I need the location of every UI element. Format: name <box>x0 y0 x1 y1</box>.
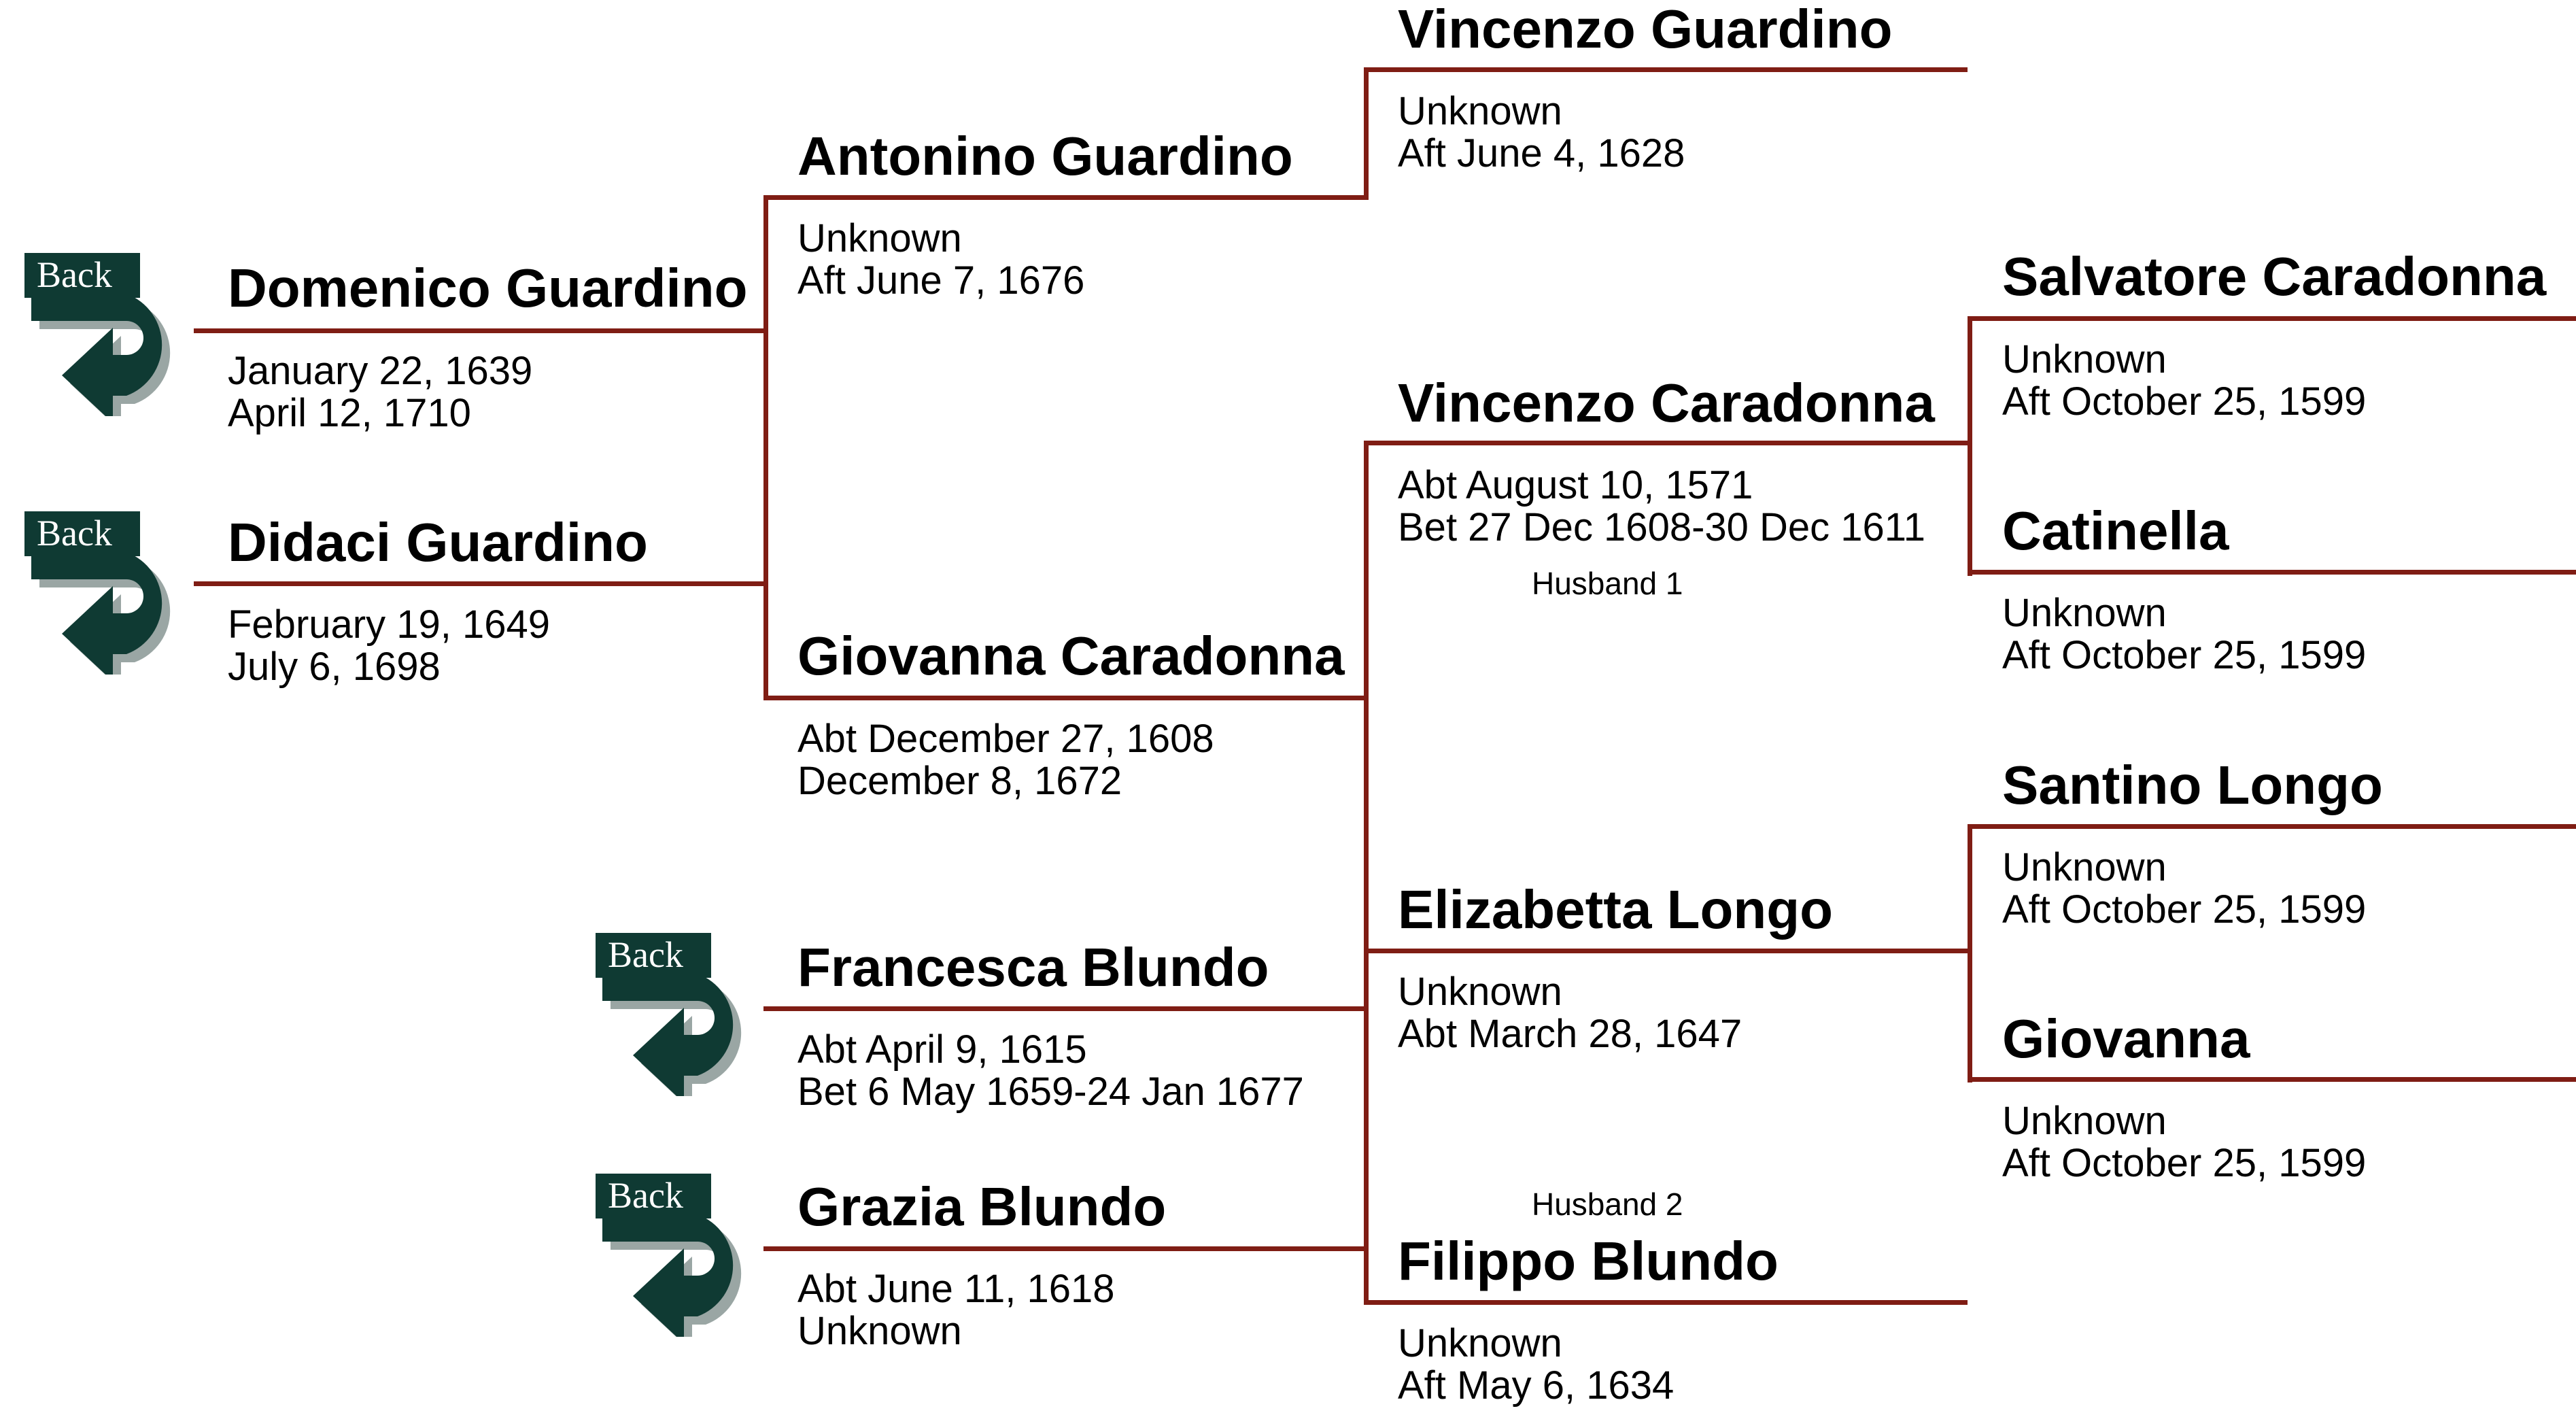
connector-gg4 <box>1968 1077 2576 1082</box>
connector-paternal-vertical <box>1364 67 1369 200</box>
person-name[interactable]: Francesca Blundo <box>797 937 1269 998</box>
death-date: April 12, 1710 <box>228 391 471 435</box>
person-name[interactable]: Didaci Guardino <box>228 512 648 573</box>
back-label: Back <box>608 1175 683 1216</box>
connector-gg-lower-vertical <box>1968 824 1972 1082</box>
connector-maternal-grandfather <box>1364 441 1972 445</box>
connector-subject2 <box>194 581 768 586</box>
birth-date: Abt August 10, 1571 <box>1398 463 1753 507</box>
person-name[interactable]: Antonino Guardino <box>797 126 1293 186</box>
person-name[interactable]: Elizabetta Longo <box>1398 879 1833 940</box>
death-date: Aft October 25, 1599 <box>2002 379 2367 424</box>
back-button-grazia[interactable]: Back <box>596 1174 772 1337</box>
birth-date: February 19, 1649 <box>228 602 550 647</box>
person-name[interactable]: Giovanna <box>2002 1008 2250 1069</box>
connector-subject1 <box>194 328 768 333</box>
death-date: December 8, 1672 <box>797 759 1122 803</box>
death-date: Bet 27 Dec 1608-30 Dec 1611 <box>1398 505 1926 549</box>
connector-parents-vertical <box>763 195 768 698</box>
birth-date: Unknown <box>1398 89 1562 133</box>
death-date: Aft October 25, 1599 <box>2002 633 2367 677</box>
birth-date: Unknown <box>1398 1321 1562 1365</box>
connector-mother <box>763 696 1369 700</box>
death-date: Aft June 4, 1628 <box>1398 131 1685 175</box>
birth-date: Abt April 9, 1615 <box>797 1027 1087 1072</box>
back-button-francesca[interactable]: Back <box>596 933 772 1096</box>
back-arrow-icon: Back <box>596 933 742 1096</box>
person-name[interactable]: Vincenzo Guardino <box>1398 0 1893 59</box>
person-name[interactable]: Domenico Guardino <box>228 258 748 318</box>
death-date: Aft October 25, 1599 <box>2002 1141 2367 1185</box>
connector-gg3 <box>1968 824 2576 829</box>
person-name[interactable]: Vincenzo Caradonna <box>1398 373 1935 433</box>
death-date: Bet 6 May 1659-24 Jan 1677 <box>797 1070 1304 1114</box>
birth-date: Abt June 11, 1618 <box>797 1267 1115 1311</box>
back-arrow-icon: Back <box>24 511 171 675</box>
connector-gg-upper-vertical <box>1968 316 1972 576</box>
death-date: July 6, 1698 <box>228 645 441 689</box>
connector-father <box>763 195 1369 200</box>
person-name[interactable]: Salvatore Caradonna <box>2002 246 2547 307</box>
birth-date: Unknown <box>2002 845 2167 889</box>
birth-date: Unknown <box>2002 337 2167 381</box>
death-date: Abt March 28, 1647 <box>1398 1012 1742 1056</box>
person-name[interactable]: Filippo Blundo <box>1398 1231 1779 1291</box>
person-name[interactable]: Santino Longo <box>2002 755 2383 815</box>
back-arrow-icon: Back <box>24 253 171 416</box>
birth-date: January 22, 1639 <box>228 349 533 393</box>
back-button-domenico[interactable]: Back <box>24 253 201 416</box>
birth-date: Unknown <box>1398 970 1562 1014</box>
death-date: Aft June 7, 1676 <box>797 258 1085 303</box>
birth-date: Unknown <box>2002 1099 2167 1143</box>
connector-paternal-grandfather <box>1364 67 1968 72</box>
back-button-didaci[interactable]: Back <box>24 511 201 675</box>
death-date: Aft May 6, 1634 <box>1398 1363 1675 1408</box>
person-name[interactable]: Giovanna Caradonna <box>797 626 1345 686</box>
connector-half-sibling1 <box>763 1006 1369 1011</box>
back-arrow-icon: Back <box>596 1174 742 1337</box>
birth-date: Unknown <box>2002 591 2167 635</box>
back-label: Back <box>37 254 112 295</box>
person-name[interactable]: Grazia Blundo <box>797 1176 1167 1237</box>
connector-gg2 <box>1968 570 2576 575</box>
back-label: Back <box>37 513 112 553</box>
death-date: Unknown <box>797 1309 962 1353</box>
connector-half-sibling2 <box>763 1246 1369 1251</box>
connector-second-husband <box>1364 1300 1968 1305</box>
birth-date: Unknown <box>797 216 962 260</box>
connector-maternal-grandmother <box>1364 949 1972 953</box>
back-label: Back <box>608 934 683 975</box>
person-name[interactable]: Catinella <box>2002 500 2229 561</box>
connector-gg1 <box>1968 316 2576 321</box>
connector-maternal-vertical <box>1364 441 1369 1305</box>
relation-label: Husband 1 <box>1532 566 1683 601</box>
birth-date: Abt December 27, 1608 <box>797 717 1214 761</box>
death-date: Aft October 25, 1599 <box>2002 887 2367 932</box>
relation-label: Husband 2 <box>1532 1187 1683 1222</box>
